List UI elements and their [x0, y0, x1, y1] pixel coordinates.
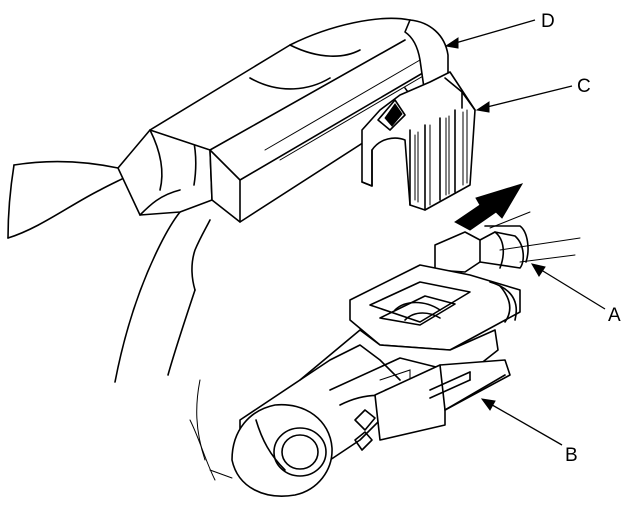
- callout-b: B: [480, 398, 578, 466]
- callout-c: C: [475, 76, 591, 113]
- callout-label-c: C: [577, 76, 591, 97]
- callout-label-b: B: [565, 445, 578, 466]
- callout-label-d: D: [541, 11, 555, 32]
- terminal-housing: [189, 211, 581, 497]
- insertion-direction-arrow-icon: [454, 183, 524, 231]
- callout-d: D: [444, 11, 555, 49]
- callout-label-a: A: [608, 305, 621, 326]
- connector-lock-part: [361, 71, 476, 211]
- callout-a: A: [530, 263, 621, 326]
